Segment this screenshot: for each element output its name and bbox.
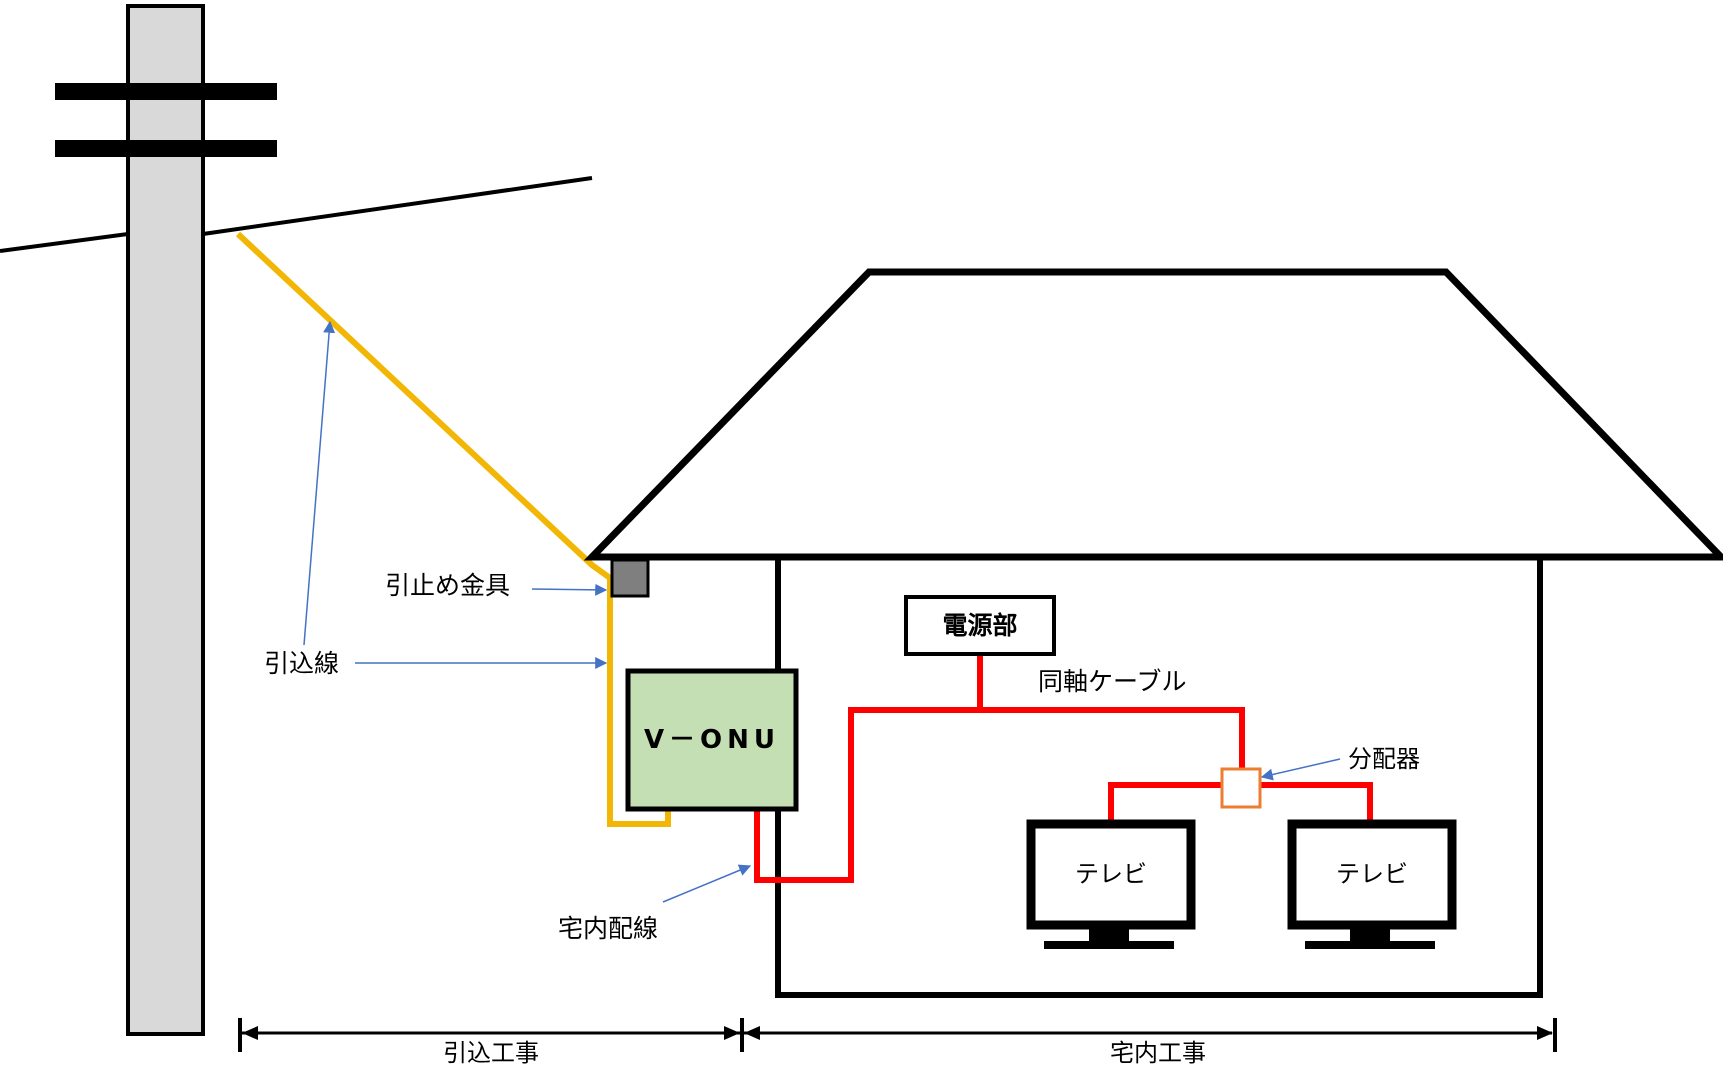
- coax-cable-label: 同軸ケーブル: [1038, 667, 1187, 696]
- dropwire-arrow-up: [303, 320, 336, 646]
- splitter-box: [1220, 767, 1262, 809]
- anchor-bracket: [610, 558, 650, 598]
- indoor-wiring-label: 宅内配線: [558, 914, 658, 943]
- tv-1-stand: [1089, 929, 1129, 941]
- power-unit-box: [904, 595, 1056, 656]
- onu-box: [625, 668, 799, 812]
- pole-crossarm-upper: [55, 83, 277, 100]
- dropwire-label: 引込線: [264, 649, 339, 678]
- splitter-to-tv2-line: [1260, 782, 1373, 822]
- tv-1-label: テレビ: [1075, 860, 1147, 888]
- onu-label: V－ONU: [644, 725, 780, 755]
- splitter-arrow: [1260, 758, 1341, 781]
- tv-2-screen: [1287, 819, 1457, 930]
- pole-crossarm-lower: [55, 140, 277, 157]
- anchor-bracket-label: 引止め金具: [385, 571, 510, 600]
- tv-1-base: [1044, 941, 1174, 949]
- span-indoor-work-arrowhead-right: [1537, 1026, 1553, 1040]
- span-dropwire-work-arrowhead-left: [242, 1026, 258, 1040]
- overhead-line-right: [202, 176, 593, 236]
- span-indoor-work-arrowhead-left: [744, 1026, 760, 1040]
- splitter-label: 分配器: [1348, 745, 1420, 773]
- indoor-wiring-arrow: [662, 864, 752, 903]
- dropwire-line: [235, 231, 671, 827]
- indoor-wiring-line: [754, 707, 1245, 883]
- tv-2-label: テレビ: [1336, 860, 1408, 888]
- tv-2-base: [1305, 941, 1435, 949]
- tv-2-stand: [1350, 929, 1390, 941]
- power-unit-label: 電源部: [942, 611, 1017, 640]
- overhead-line-left: [0, 232, 129, 253]
- span-dropwire-work-label: 引込工事: [443, 1039, 539, 1066]
- span-dropwire-work-arrowhead-right: [724, 1026, 740, 1040]
- tv-1-screen: [1026, 819, 1196, 930]
- utility-pole: [126, 4, 205, 1036]
- span-indoor-work-label: 宅内工事: [1110, 1039, 1206, 1066]
- anchor-bracket-arrow: [531, 583, 608, 596]
- house-roof: [583, 268, 1723, 561]
- splitter-to-tv1-line: [1108, 782, 1222, 822]
